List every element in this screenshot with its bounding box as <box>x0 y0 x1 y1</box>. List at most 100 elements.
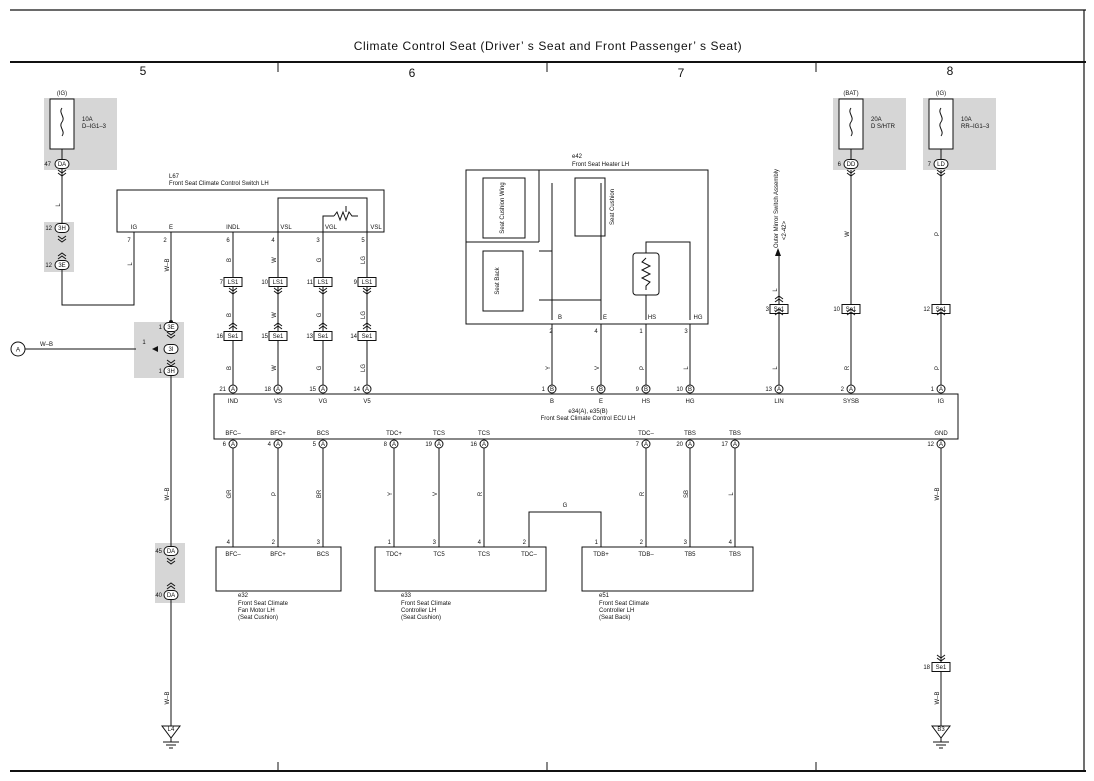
load-terminal-label: TB5 <box>684 552 696 558</box>
ecu-terminal-label: B <box>550 399 554 405</box>
load-pin: 3 <box>684 540 688 546</box>
ecu-pin-number: 6 <box>223 442 227 448</box>
column-6: 6 <box>409 66 416 80</box>
connector-code: Se1 <box>228 334 239 340</box>
fuse-d-ig1-3: (IG) 10A D–IG1–3 <box>49 91 107 160</box>
pin-letter: A <box>939 387 943 393</box>
ecu-pin <box>846 384 856 394</box>
ls1-connector <box>268 277 288 287</box>
load-terminal-label: TDC– <box>521 552 537 558</box>
ground-junction-conn <box>163 366 179 376</box>
ecu-terminal-label: LIN <box>774 399 783 405</box>
ground-b3 <box>931 725 951 739</box>
column-ticks <box>277 62 817 771</box>
fuse2-pin: 6 <box>838 162 842 168</box>
svg-text:Outer Mirror Switch Assembly: Outer Mirror Switch Assembly <box>774 169 780 248</box>
connector-code: DA <box>58 162 66 168</box>
ecu-pin-number: 21 <box>219 387 226 393</box>
se1-pin: 18 <box>923 665 930 671</box>
load-terminal-label: TC5 <box>433 552 445 558</box>
ecu-pin <box>273 439 283 449</box>
lin-chevron <box>774 308 784 313</box>
ecu-terminal-label: TBS <box>684 431 696 437</box>
svg-text:4: 4 <box>271 238 275 244</box>
svg-text:VSL: VSL <box>370 225 382 231</box>
off-page-connector-a: A W–B <box>10 341 136 357</box>
svg-text:B: B <box>558 315 562 321</box>
connector-code: DA <box>167 549 175 555</box>
load-pin: 4 <box>227 540 231 546</box>
fuse1-connector <box>54 159 70 169</box>
fuse3-chevron <box>936 172 946 177</box>
ecu-terminal-label: HG <box>686 399 695 405</box>
ecu-pin-number: 16 <box>470 442 477 448</box>
wire-color: B <box>227 258 233 262</box>
svg-text:Front Seat Climate: Front Seat Climate <box>238 601 289 607</box>
ecu-terminal-label: TDC– <box>638 431 654 437</box>
pin-letter: A <box>437 442 441 448</box>
ig-chevron <box>936 311 946 316</box>
pin-letter: A <box>733 442 737 448</box>
svg-text:HG: HG <box>694 315 703 321</box>
load-pin: 4 <box>729 540 733 546</box>
ecu-code: e34(A), e35(B) <box>568 409 607 415</box>
ecu-pin-number: 17 <box>721 442 728 448</box>
se1-pin: 12 <box>923 307 930 313</box>
ls1-chevron <box>362 290 372 295</box>
ecu-terminal-label: TCS <box>478 431 490 437</box>
se1-pin: 14 <box>350 334 357 340</box>
fuse-source: (IG) <box>936 91 946 97</box>
svg-text:(Seat Cushion): (Seat Cushion) <box>401 615 441 621</box>
pin-letter: A <box>644 442 648 448</box>
se1-connector <box>357 331 377 341</box>
se1-chevron <box>228 325 238 330</box>
ecu-pin-number: 12 <box>927 442 934 448</box>
da-connector <box>163 590 179 600</box>
ground-chevron <box>166 334 176 339</box>
fuse-source: (IG) <box>57 91 67 97</box>
ig-chevron <box>936 308 946 313</box>
wire-color: R <box>478 491 484 496</box>
fuse2-chevron <box>846 172 856 177</box>
ground-label: B3 <box>937 727 945 733</box>
ls1-chevron <box>228 290 238 295</box>
connector-code: 3H <box>167 369 175 375</box>
ecu-pin-number: 9 <box>636 387 640 393</box>
ecu-terminal-label: BCS <box>317 431 329 437</box>
wires <box>61 160 942 726</box>
fuse-rr-ig1-3: (IG) 10A RR–IG1–3 <box>928 91 990 160</box>
se1-pin: 16 <box>216 334 223 340</box>
ecu-pin-number: 19 <box>425 442 432 448</box>
heater-label-cushion: Seat Cushion <box>610 189 616 225</box>
ground-l4 <box>161 725 181 739</box>
ecu-pin <box>730 439 740 449</box>
ground-junction-pin: 1 <box>142 340 146 346</box>
se1-chevron <box>362 322 372 327</box>
ecu-terminal-label: VG <box>319 399 328 405</box>
ecu-pin-number: 15 <box>309 387 316 393</box>
ecu-terminal-label: V5 <box>363 399 371 405</box>
wire-color: P <box>935 232 941 236</box>
svg-text:e32: e32 <box>238 593 249 599</box>
fuse2-connector <box>843 159 859 169</box>
load-pin: 2 <box>640 540 644 546</box>
wire-color: GR <box>227 489 233 499</box>
pin-letter: A <box>365 387 369 393</box>
ecu-pin-number: 5 <box>313 442 317 448</box>
lin-chevron <box>774 295 784 300</box>
ecu-terminal-label: VS <box>274 399 282 405</box>
connector-code: 3H <box>58 226 66 232</box>
ground-junction-pin: 1 <box>159 325 163 331</box>
load-terminal-label: TCS <box>478 552 490 558</box>
ls1-pin: 11 <box>307 280 314 286</box>
ground-chevron <box>166 331 176 336</box>
wire-color: W <box>845 231 851 237</box>
svg-text:E: E <box>169 225 173 231</box>
ig-upper-connector <box>54 223 70 233</box>
ecu-pin <box>318 439 328 449</box>
se1-chevron <box>318 322 328 327</box>
pin-letter: A <box>482 442 486 448</box>
svg-text:6: 6 <box>226 238 230 244</box>
diagram-title: Climate Control Seat (Driver’ s Seat and… <box>354 39 742 53</box>
